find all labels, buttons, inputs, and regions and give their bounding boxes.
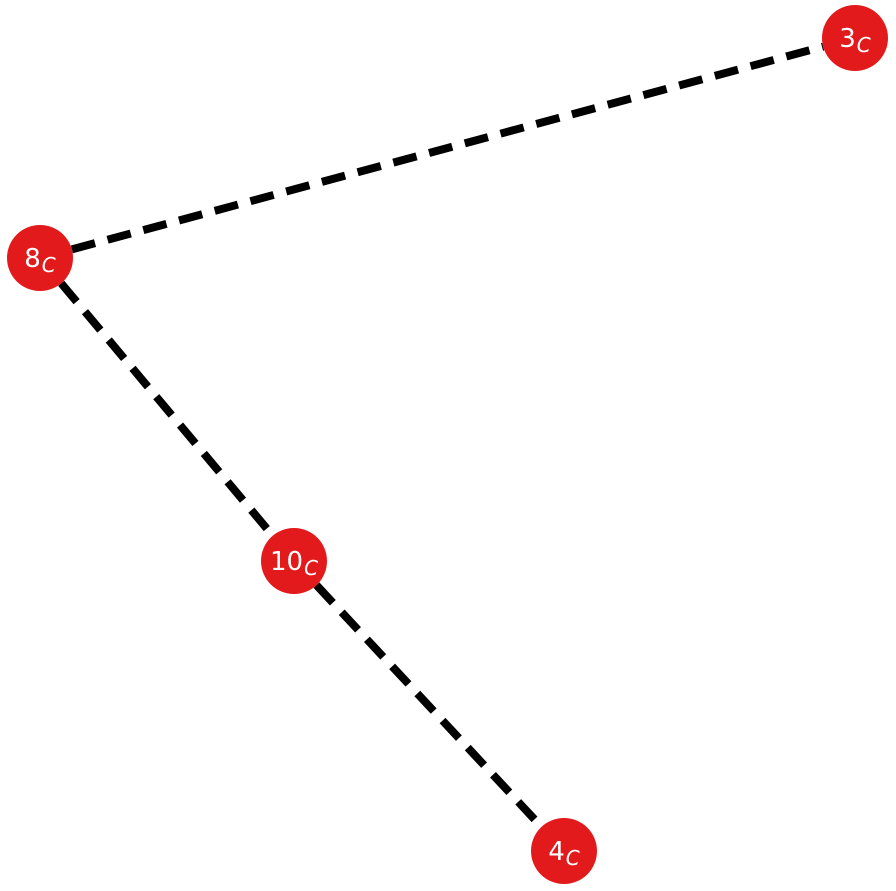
edge-8c-10c — [58, 280, 276, 539]
edge-8c-3c — [70, 42, 825, 254]
node-subscript: C — [42, 253, 56, 277]
node-number: 10 — [270, 547, 303, 577]
node-circle — [7, 225, 73, 291]
node-10c: 10C — [261, 528, 327, 594]
node-label: 8C — [24, 244, 56, 277]
node-label: 4C — [548, 837, 580, 870]
node-8c: 8C — [7, 225, 73, 291]
node-label: 10C — [270, 547, 318, 580]
edge-10c-4c — [313, 582, 545, 830]
node-number: 4 — [548, 837, 565, 867]
edges-layer — [58, 42, 825, 830]
node-4c: 4C — [531, 818, 597, 884]
node-subscript: C — [857, 33, 871, 57]
node-subscript: C — [566, 846, 580, 870]
node-subscript: C — [304, 556, 318, 580]
node-label: 3C — [839, 24, 871, 57]
node-circle — [261, 528, 327, 594]
node-circle — [822, 5, 888, 71]
node-3c: 3C — [822, 5, 888, 71]
node-circle — [531, 818, 597, 884]
node-number: 8 — [24, 244, 41, 274]
node-number: 3 — [839, 24, 856, 54]
